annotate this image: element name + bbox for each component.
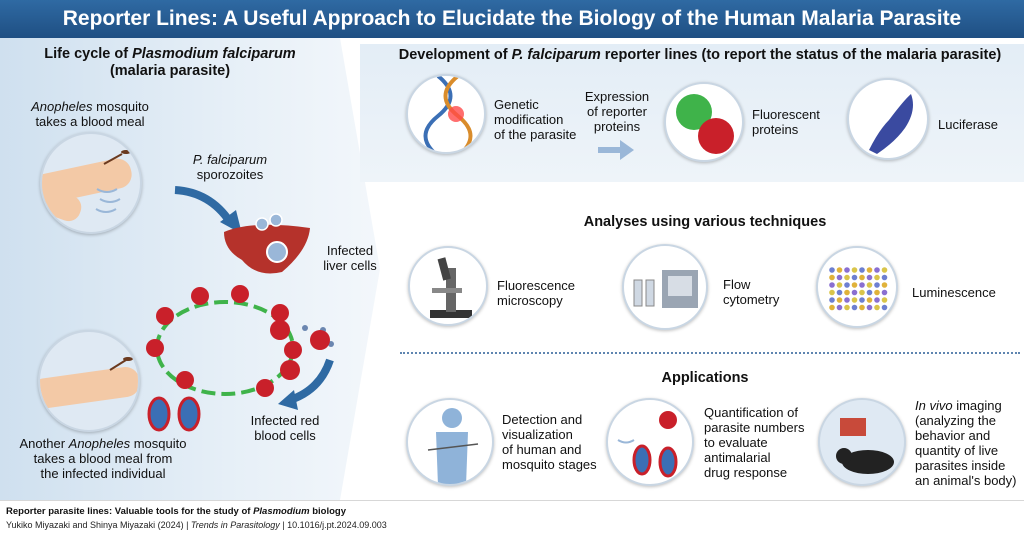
sporozoites-label: P. falciparum sporozoites bbox=[192, 152, 268, 182]
expression-label: Expression of reporter proteins bbox=[584, 89, 650, 134]
in-vivo-label: In vivo imaging (analyzing the behavior … bbox=[915, 398, 1017, 488]
luciferase-label: Luciferase bbox=[938, 117, 998, 132]
analyses-title: Analyses using various techniques bbox=[583, 214, 827, 230]
footer-citation-title: Reporter parasite lines: Valuable tools … bbox=[6, 506, 346, 517]
flow-cytometry-label: Flow cytometry bbox=[723, 277, 780, 307]
in-vivo-mouse-icon bbox=[818, 398, 906, 486]
luminescence-plate-icon bbox=[816, 246, 898, 328]
another-mosquito-label: Another Anopheles mosquito takes a blood… bbox=[19, 436, 187, 481]
life-cycle-title: Life cycle of Plasmodium falciparum (mal… bbox=[44, 46, 296, 79]
red-blood-cells-label: Infected red blood cells bbox=[250, 413, 320, 443]
flow-cytometer-icon bbox=[622, 244, 708, 330]
footer-citation: Yukiko Miyazaki and Shinya Miyazaki (202… bbox=[6, 520, 387, 530]
infected-red-cells-icon bbox=[270, 320, 334, 410]
mosquito-label: Anopheles mosquito takes a blood meal bbox=[31, 99, 149, 129]
human-mosquito-icon bbox=[406, 398, 494, 486]
dna-icon bbox=[406, 74, 486, 154]
luciferase-icon bbox=[847, 78, 929, 160]
fluorescent-proteins-label: Fluorescent proteins bbox=[752, 107, 820, 137]
genetic-modification-label: Genetic modification of the parasite bbox=[494, 97, 577, 142]
arrow-right-icon bbox=[598, 140, 634, 160]
quantification-label: Quantification of parasite numbers to ev… bbox=[704, 405, 805, 480]
section-divider bbox=[400, 352, 1020, 354]
header-title: Reporter Lines: A Useful Approach to Elu… bbox=[0, 0, 1024, 38]
development-title: Development of P. falciparum reporter li… bbox=[398, 47, 1002, 63]
liver-label: Infected liver cells bbox=[323, 243, 377, 273]
liver-icon bbox=[224, 213, 310, 274]
footer: Reporter parasite lines: Valuable tools … bbox=[0, 500, 1024, 536]
microscope-icon bbox=[408, 246, 488, 326]
detection-label: Detection and visualization of human and… bbox=[502, 412, 597, 472]
luminescence-label: Luminescence bbox=[912, 285, 996, 300]
fluorescent-proteins-icon bbox=[664, 82, 744, 162]
applications-title: Applications bbox=[661, 370, 749, 386]
fluorescence-microscopy-label: Fluorescence microscopy bbox=[497, 278, 576, 308]
parasite-quantification-icon bbox=[606, 398, 694, 486]
second-mosquito-bite-illustration bbox=[38, 330, 140, 432]
mosquito-bite-illustration bbox=[40, 132, 142, 234]
gametocytes-icon bbox=[147, 396, 201, 432]
